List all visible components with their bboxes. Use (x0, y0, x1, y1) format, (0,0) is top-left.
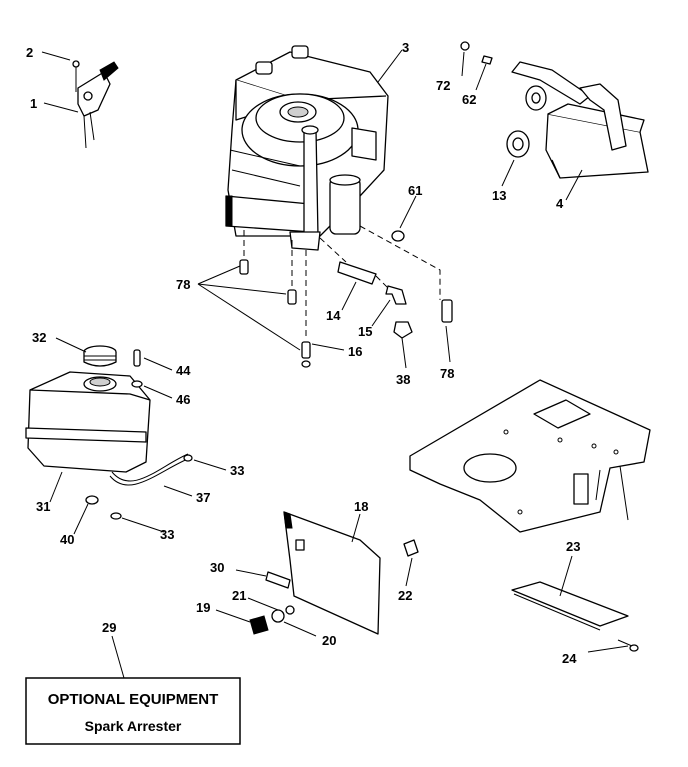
throttle-control-part (72, 60, 119, 149)
callout-31: 31 (36, 499, 50, 514)
leader-lines (41, 49, 629, 679)
fuel-fittings-part (319, 225, 453, 339)
callout-29: 29 (102, 620, 116, 635)
callout-44: 44 (176, 363, 191, 378)
heat-shield-part (249, 511, 419, 635)
skid-plate-part (511, 581, 639, 652)
callout-33-bottom: 33 (160, 527, 174, 542)
callout-2: 2 (26, 45, 33, 60)
callout-4: 4 (556, 196, 564, 211)
optional-equipment-box: OPTIONAL EQUIPMENT Spark Arrester (25, 677, 241, 745)
chassis-plate-part (409, 379, 651, 533)
optional-equipment-subtitle: Spark Arrester (85, 718, 182, 734)
callout-61: 61 (408, 183, 422, 198)
callout-37: 37 (196, 490, 210, 505)
callout-15: 15 (358, 324, 372, 339)
callout-78-left: 78 (176, 277, 190, 292)
callout-19: 19 (196, 600, 210, 615)
callout-18: 18 (354, 499, 368, 514)
callout-23: 23 (566, 539, 580, 554)
callout-21: 21 (232, 588, 246, 603)
callout-78-right: 78 (440, 366, 454, 381)
callout-13: 13 (492, 188, 506, 203)
callout-20: 20 (322, 633, 336, 648)
callout-40: 40 (60, 532, 74, 547)
callout-62: 62 (462, 92, 476, 107)
callout-46: 46 (176, 392, 190, 407)
callout-3: 3 (402, 40, 409, 55)
engine-part (225, 45, 389, 251)
callout-numbers: 2 1 3 72 62 13 4 61 78 14 15 16 38 78 32… (26, 40, 580, 666)
callout-14: 14 (326, 308, 341, 323)
mounting-bolts-part (239, 230, 311, 368)
callout-38: 38 (396, 372, 410, 387)
callout-16: 16 (348, 344, 362, 359)
callout-22: 22 (398, 588, 412, 603)
optional-equipment-title: OPTIONAL EQUIPMENT (48, 691, 219, 708)
callout-32: 32 (32, 330, 46, 345)
callout-24: 24 (562, 651, 577, 666)
callout-72: 72 (436, 78, 450, 93)
callout-33-top: 33 (230, 463, 244, 478)
fuel-tank-part (25, 345, 193, 520)
muffler-part (460, 41, 649, 179)
callout-1: 1 (30, 96, 37, 111)
callout-30: 30 (210, 560, 224, 575)
